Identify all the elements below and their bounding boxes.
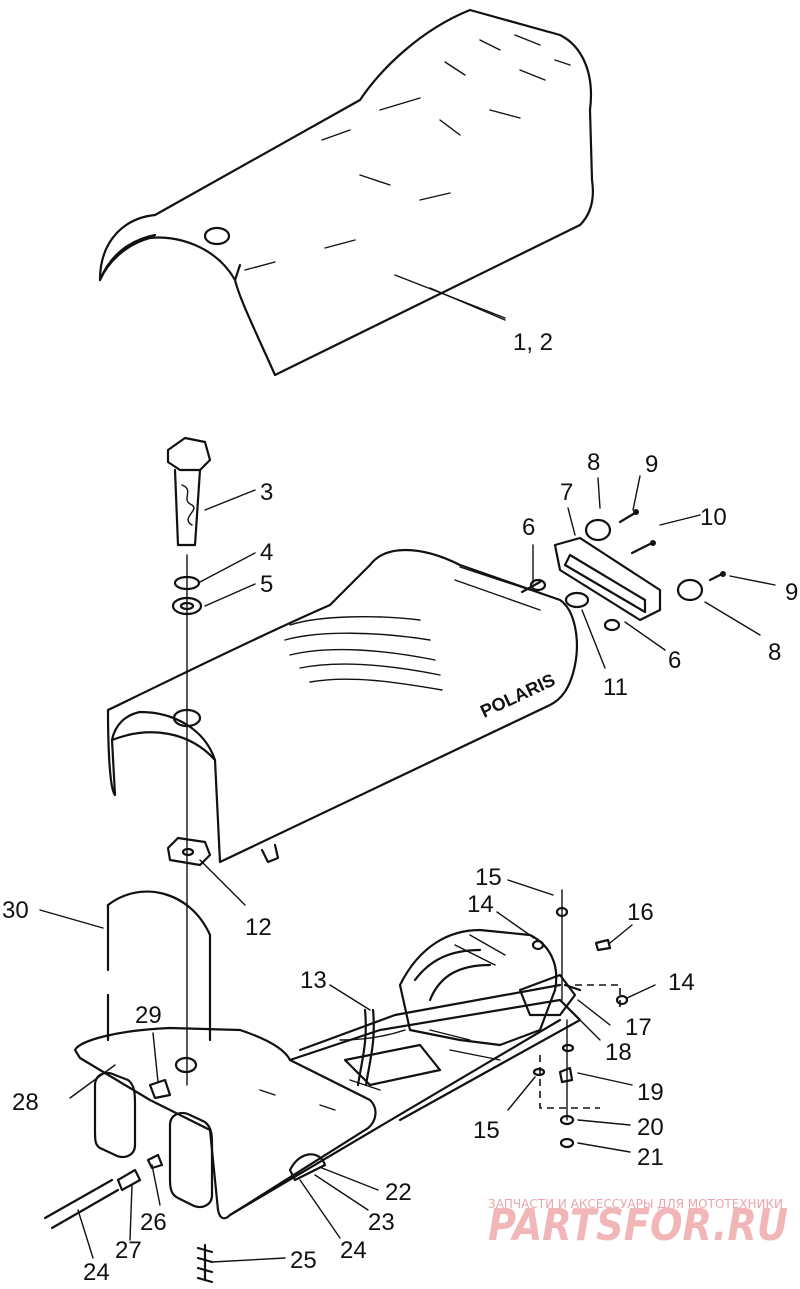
callout-8-upper: 8 [587, 449, 600, 476]
watermark: ЗАПЧАСТИ И АКСЕССУАРЫ ДЛЯ МОТОТЕХНИКИ PA… [488, 1197, 788, 1251]
watermark-logo: PARTSFOR.RU [488, 1200, 788, 1251]
callout-26: 26 [140, 1209, 167, 1236]
callout-3: 3 [260, 479, 273, 506]
fuel-tank [73, 890, 582, 1220]
callout-15-upper: 15 [475, 864, 502, 891]
callout-16: 16 [627, 899, 654, 926]
callout-labels: 1, 2 3 4 5 6 6 7 8 8 9 9 10 11 12 13 14 … [2, 329, 798, 1286]
callout-14-upper: 14 [467, 891, 494, 918]
callout-27: 27 [115, 1237, 142, 1264]
callout-9-upper: 9 [645, 451, 658, 478]
callout-15-lower: 15 [473, 1117, 500, 1144]
seat-brand-text: POLARIS [477, 670, 558, 722]
seat-bolt [166, 436, 212, 1086]
callout-18: 18 [605, 1039, 632, 1066]
callout-30: 30 [2, 897, 29, 924]
callout-29: 29 [135, 1002, 162, 1029]
callout-21: 21 [637, 1144, 664, 1171]
callout-24-left: 24 [83, 1259, 110, 1286]
reflectors [584, 509, 726, 602]
callout-11: 11 [603, 674, 628, 701]
right-hardware [531, 889, 629, 1149]
callout-1-2: 1, 2 [513, 329, 553, 356]
callout-25: 25 [290, 1247, 317, 1274]
callout-17: 17 [625, 1014, 652, 1041]
fuel-lines [43, 1153, 214, 1284]
callout-14-right: 14 [668, 969, 695, 996]
seat-cover [98, 8, 594, 377]
callout-6-lower: 6 [668, 647, 681, 674]
taillight-bracket [520, 536, 662, 632]
console [343, 928, 577, 1087]
callout-7: 7 [560, 479, 573, 506]
callout-5: 5 [260, 571, 273, 598]
callout-10: 10 [700, 504, 727, 531]
callout-12: 12 [245, 914, 272, 941]
leader-lines [39, 287, 776, 1263]
seat-assembly: POLARIS [106, 549, 578, 864]
callout-13: 13 [300, 967, 327, 994]
callout-23: 23 [368, 1209, 395, 1236]
callout-28: 28 [12, 1089, 39, 1116]
callout-6-upper: 6 [522, 514, 535, 541]
callout-24-right: 24 [340, 1237, 367, 1264]
callout-4: 4 [260, 539, 273, 566]
callout-22: 22 [385, 1179, 412, 1206]
callout-8-lower: 8 [768, 639, 781, 666]
callout-9-lower: 9 [785, 579, 798, 606]
callout-20: 20 [637, 1114, 664, 1141]
watermark-tagline: ЗАПЧАСТИ И АКСЕССУАРЫ ДЛЯ МОТОТЕХНИКИ [488, 1197, 783, 1211]
callout-19: 19 [637, 1079, 664, 1106]
